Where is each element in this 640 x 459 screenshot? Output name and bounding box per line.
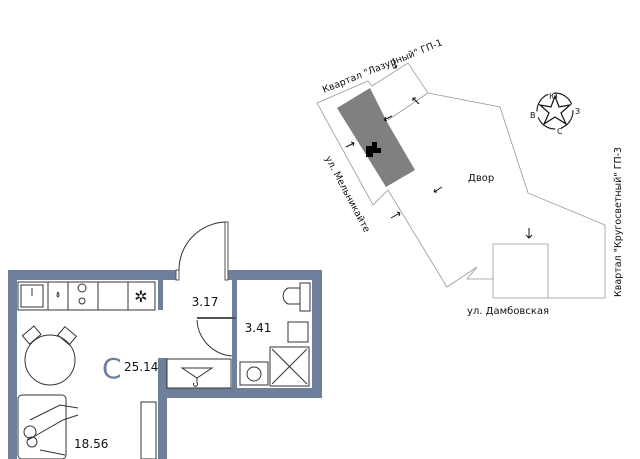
sofa bbox=[17, 394, 79, 459]
label-yard: Двор bbox=[468, 173, 494, 184]
kitchen-counter: ✲ bbox=[17, 281, 156, 311]
label-north-block: Квартал "Лазурный" ГП-1 bbox=[321, 37, 444, 95]
svg-text:В: В bbox=[530, 111, 536, 120]
svg-text:З: З bbox=[575, 107, 580, 116]
room-area-living: 18.56 bbox=[74, 437, 108, 451]
room-area-bathroom: 3.41 bbox=[245, 321, 272, 335]
entrance-arrows bbox=[345, 57, 533, 239]
svg-text:Ю: Ю bbox=[549, 92, 558, 101]
svg-text:С: С bbox=[557, 127, 563, 136]
fridge-icon: ✲ bbox=[134, 287, 147, 306]
apartment-location-marker bbox=[366, 142, 381, 157]
entrance-door bbox=[175, 221, 229, 281]
site-plan: Квартал "Лазурный" ГП-1 ул. Мельникайте … bbox=[316, 37, 624, 317]
label-street-south: ул. Дамбовская bbox=[467, 306, 549, 317]
apartment-type-letter: С bbox=[102, 352, 122, 385]
compass-rose-icon: Ю З С В bbox=[530, 92, 580, 136]
dining-table bbox=[21, 325, 78, 386]
room-area-total: 25.14 bbox=[124, 360, 158, 374]
room-area-hall: 3.17 bbox=[192, 295, 219, 309]
bathroom-door bbox=[196, 317, 236, 357]
label-east-block: Квартал "Кругосветный" ГП-3 bbox=[613, 147, 624, 297]
building-footprint bbox=[337, 88, 415, 187]
label-street-west: ул. Мельникайте bbox=[322, 154, 372, 234]
tv-stand bbox=[140, 401, 157, 459]
apartment-walls bbox=[8, 270, 322, 459]
wardrobe bbox=[166, 358, 232, 389]
bathroom-fixtures bbox=[239, 282, 311, 387]
